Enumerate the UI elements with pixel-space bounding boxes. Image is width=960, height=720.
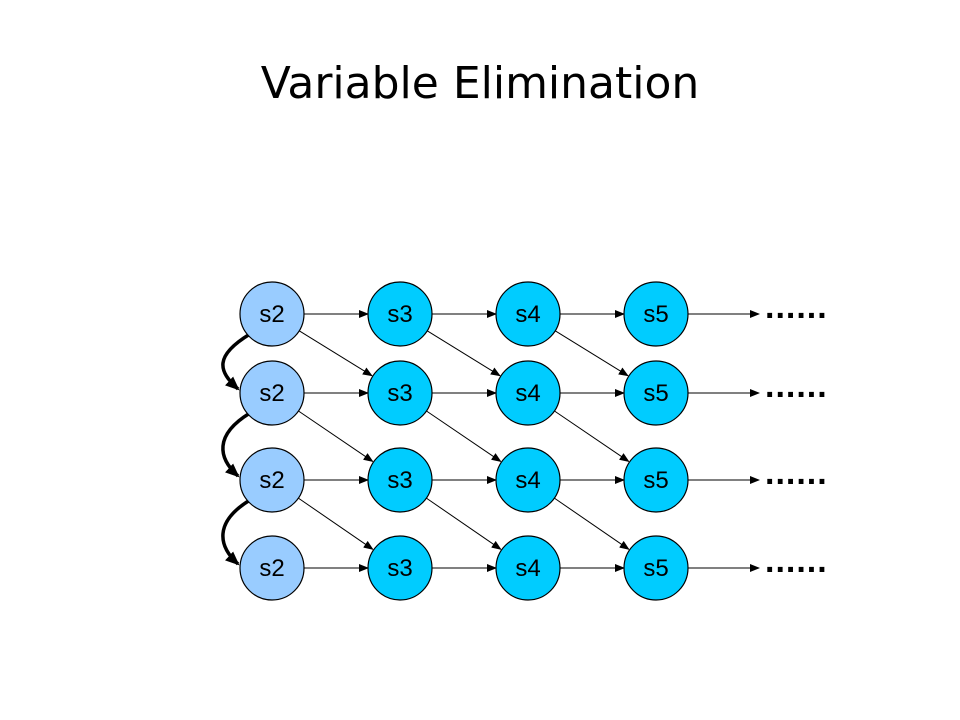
node-circle <box>367 360 433 426</box>
continuation-dots-row4: ...... <box>765 542 828 580</box>
node-label: s4 <box>515 555 540 582</box>
continuation-dots-row1: ...... <box>765 288 828 326</box>
node-s3-row1: s3 <box>367 281 433 347</box>
node-label: s5 <box>643 467 668 494</box>
node-label: s2 <box>259 380 284 407</box>
slide-title: Variable Elimination <box>260 58 700 109</box>
continuation-dots-row3: ...... <box>765 454 828 492</box>
arrow-s4-row2-diagonal <box>554 410 630 463</box>
dots-layer: ........................ <box>765 288 828 580</box>
node-layer: s2 s3 s4 s5 s2 s3 s4 s5 s2 s3 s4 s5 s2 s3 s4 s5 <box>239 281 689 601</box>
node-label: s2 <box>259 467 284 494</box>
node-s3-row4: s3 <box>367 535 433 601</box>
curved-arrow-s2-row2 <box>221 411 251 478</box>
arrow-s2-row1-diagonal <box>298 330 373 377</box>
node-label: s2 <box>259 301 284 328</box>
node-label: s5 <box>643 555 668 582</box>
node-s5-row2: s5 <box>623 360 689 426</box>
node-s4-row4: s4 <box>495 535 561 601</box>
arrow-s4-row3-diagonal <box>554 497 630 550</box>
node-label: s2 <box>259 555 284 582</box>
curved-arrow-s2-row1 <box>221 332 251 391</box>
node-circle <box>623 281 689 347</box>
node-s5-row1: s5 <box>623 281 689 347</box>
node-s3-row2: s3 <box>367 360 433 426</box>
node-s2-row2: s2 <box>239 360 305 426</box>
node-s2-row1: s2 <box>239 281 305 347</box>
node-circle <box>495 447 561 513</box>
node-circle <box>239 281 305 347</box>
node-circle <box>367 447 433 513</box>
arrow-s3-row1-diagonal <box>426 330 501 377</box>
node-label: s3 <box>387 380 412 407</box>
node-label: s4 <box>515 301 540 328</box>
continuation-dots-row2: ...... <box>765 367 828 405</box>
node-s2-row3: s2 <box>239 447 305 513</box>
node-circle <box>495 360 561 426</box>
node-label: s3 <box>387 555 412 582</box>
node-circle <box>367 535 433 601</box>
node-circle <box>239 447 305 513</box>
node-s5-row4: s5 <box>623 535 689 601</box>
node-label: s3 <box>387 301 412 328</box>
node-circle <box>367 281 433 347</box>
arrow-s2-row2-diagonal <box>298 410 374 463</box>
node-circle <box>239 360 305 426</box>
node-label: s3 <box>387 467 412 494</box>
node-label: s4 <box>515 380 540 407</box>
node-circle <box>239 535 305 601</box>
node-s4-row3: s4 <box>495 447 561 513</box>
curved-arrow-s2-row3 <box>221 498 251 566</box>
node-label: s5 <box>643 301 668 328</box>
node-s2-row4: s2 <box>239 535 305 601</box>
arrow-s3-row3-diagonal <box>426 497 502 550</box>
node-circle <box>623 447 689 513</box>
arrow-s2-row3-diagonal <box>298 497 374 550</box>
node-circle <box>495 535 561 601</box>
node-label: s5 <box>643 380 668 407</box>
node-circle <box>495 281 561 347</box>
node-circle <box>623 535 689 601</box>
node-circle <box>623 360 689 426</box>
arrow-s3-row2-diagonal <box>426 410 502 463</box>
node-s3-row3: s3 <box>367 447 433 513</box>
node-s4-row2: s4 <box>495 360 561 426</box>
node-s5-row3: s5 <box>623 447 689 513</box>
edge-layer <box>221 310 760 572</box>
node-s4-row1: s4 <box>495 281 561 347</box>
arrow-s4-row1-diagonal <box>554 330 629 377</box>
node-label: s4 <box>515 467 540 494</box>
